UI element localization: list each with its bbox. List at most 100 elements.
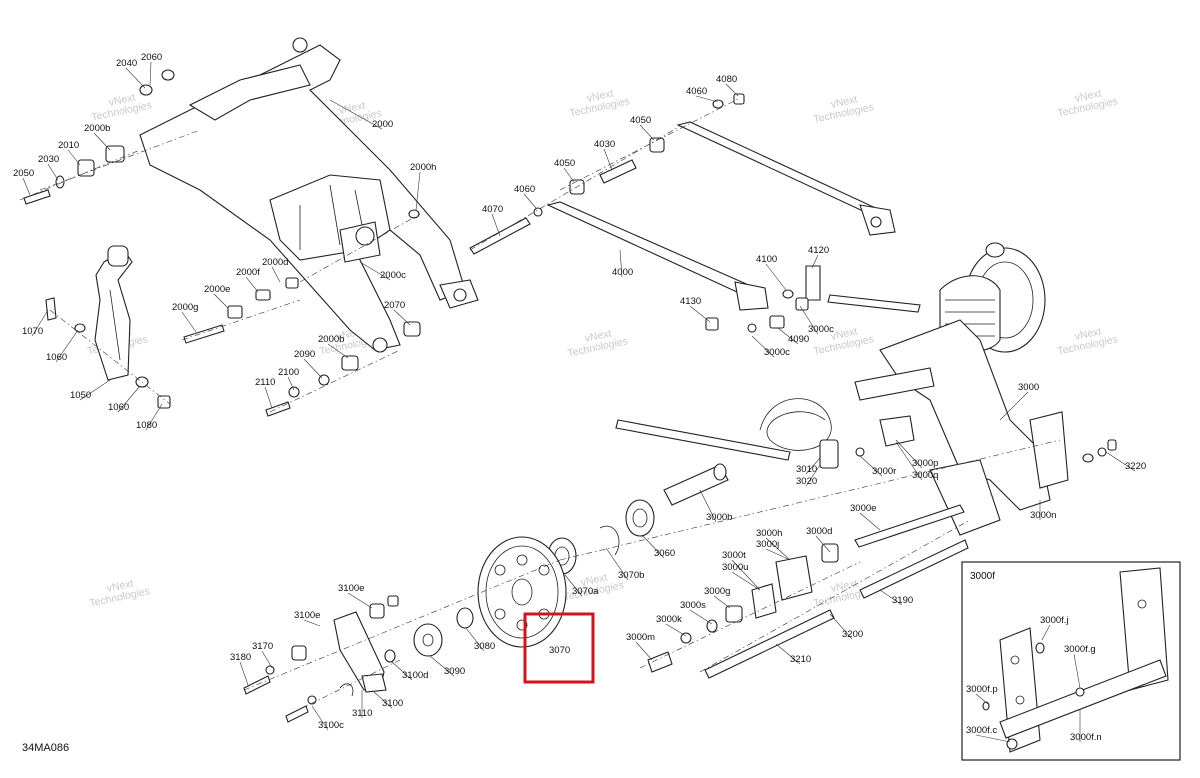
part-label: 4130: [680, 296, 711, 323]
inset-title: 3000f: [970, 571, 996, 582]
part-number: 2030: [38, 154, 59, 165]
part-number: 3000d: [806, 526, 832, 537]
highlight-box-3070: 3070: [523, 612, 595, 684]
leader-line: [93, 132, 111, 151]
part-number: 3200: [842, 629, 863, 640]
leader-line: [303, 619, 321, 627]
part-number: 4050: [630, 115, 651, 126]
part-number: 2000g: [172, 302, 198, 313]
part-number: 3000q: [912, 470, 938, 481]
part-label: 4030: [594, 139, 615, 171]
part-label: 3200: [829, 613, 863, 640]
part-number: 2000: [372, 119, 393, 130]
part-number: 2070: [384, 300, 405, 311]
leader-line: [725, 83, 739, 97]
part-number: 3110: [352, 708, 372, 719]
part-number: 1060: [108, 402, 129, 413]
part-label: 3000f.p: [966, 684, 998, 705]
part-label: 3100e: [294, 610, 321, 627]
part-label: 3000m: [626, 632, 655, 661]
leader-line: [751, 335, 775, 358]
leader-line: [117, 385, 141, 413]
part-label: 3000n: [1030, 500, 1056, 521]
part-label: 3060: [641, 534, 675, 559]
part-number: 3060: [654, 548, 675, 559]
part-label: 3170: [252, 641, 273, 669]
leader-line: [564, 574, 583, 597]
part-label: 3100d: [391, 661, 428, 681]
leader-line: [775, 643, 801, 665]
leader-line: [811, 254, 819, 269]
watermark-text: vNext: [830, 93, 859, 110]
leader-line: [373, 691, 393, 709]
part-label: 3100c: [311, 705, 344, 731]
part-number: 3080: [474, 641, 495, 652]
part-number: 3170: [252, 641, 273, 652]
part-number: 4050: [554, 158, 575, 169]
part-label: 2000g: [172, 302, 198, 333]
part-number: 4100: [756, 254, 777, 265]
part-number: 3000c: [808, 324, 834, 335]
part-number: 4070: [482, 204, 503, 215]
leader-line: [765, 263, 787, 291]
part-label: 1050: [70, 379, 111, 401]
leader-line: [805, 457, 821, 475]
part-label: 3000: [999, 382, 1039, 421]
part-number: 2050: [13, 168, 34, 179]
leader-line: [391, 661, 413, 681]
part-label: 4050: [630, 115, 655, 141]
part-number: 3000s: [680, 600, 706, 611]
leader-line: [429, 655, 455, 677]
watermark-text: vNext: [830, 325, 859, 342]
leader-line: [895, 439, 923, 469]
rear-suspension-assembly: [547, 242, 1117, 679]
leader-line: [55, 329, 79, 363]
part-label: 2000b: [84, 123, 111, 151]
part-number: 4120: [808, 245, 829, 256]
part-number: 2000b: [84, 123, 110, 134]
leader-line: [619, 249, 623, 278]
highlight-label: 3070: [549, 645, 570, 656]
part-label: 2000b: [318, 334, 349, 359]
leader-line: [465, 627, 485, 652]
leader-line: [1073, 653, 1081, 689]
part-number: 3000k: [656, 614, 682, 625]
part-label: 3070b: [605, 547, 644, 581]
part-label: 3000s: [680, 600, 713, 625]
part-label: 2000c: [359, 261, 406, 281]
part-number: 4130: [680, 296, 701, 307]
leader-line: [639, 124, 655, 141]
part-number: 2040: [116, 58, 137, 69]
leader-line: [145, 403, 163, 431]
leader-line: [245, 276, 259, 293]
part-number: 2100: [278, 367, 299, 378]
part-number: 3000f.g: [1064, 644, 1096, 655]
leader-line: [859, 455, 883, 477]
part-number: 2000d: [262, 257, 288, 268]
part-number: 3000b: [706, 512, 732, 523]
leader-line: [264, 386, 273, 409]
part-number: 3000j: [756, 539, 779, 550]
leader-line: [523, 193, 537, 209]
part-number: 3000f.j: [1040, 615, 1069, 626]
part-number: 4080: [716, 74, 737, 85]
part-number: 3000n: [1030, 510, 1056, 521]
part-number: 2090: [294, 349, 315, 360]
part-label: 3090: [429, 655, 465, 677]
part-label: 2100: [278, 367, 299, 391]
part-label: 3000f.c: [966, 725, 1011, 743]
leader-line: [491, 213, 501, 237]
part-label: 2040: [116, 58, 146, 89]
watermark-text: vNext: [108, 91, 137, 108]
part-label: 3000b: [699, 489, 732, 523]
part-label: 3000h: [756, 528, 791, 561]
part-number: 4000: [612, 267, 633, 278]
leader-line: [777, 327, 799, 345]
part-number: 3000p: [912, 458, 938, 469]
part-label: 3100e: [338, 583, 373, 609]
part-number: 2000c: [380, 270, 406, 281]
part-number: 2060: [141, 52, 162, 63]
leader-line: [311, 705, 329, 731]
part-number: 3000h: [756, 528, 782, 539]
part-label: 1080: [136, 403, 163, 431]
